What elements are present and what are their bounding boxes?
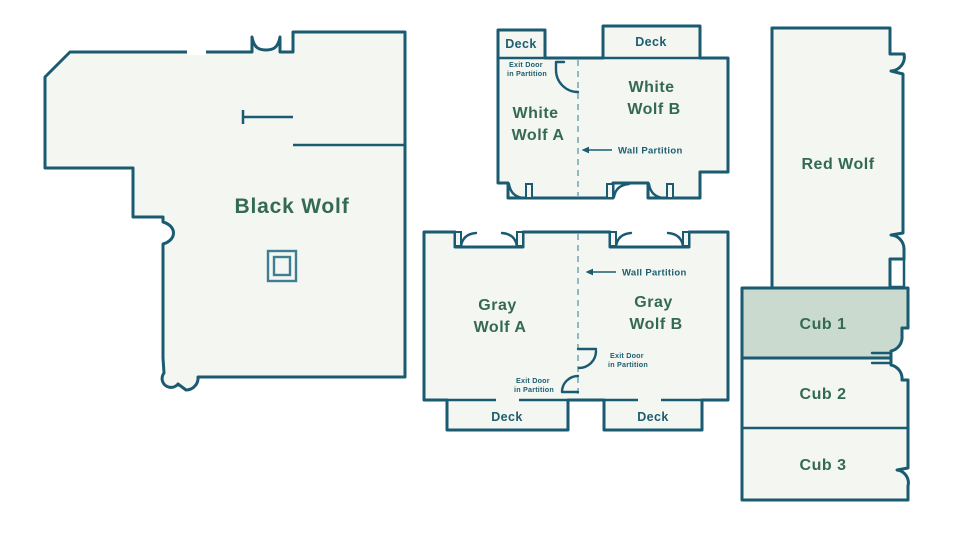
exit-door-label-white: Exit Door in Partition — [507, 60, 547, 78]
exit-door-label-gray-a: Exit Door in Partition — [514, 376, 554, 394]
door-arc — [612, 182, 631, 199]
red-wolf-closet — [888, 257, 906, 289]
door-arc — [500, 231, 519, 248]
door-arc — [507, 182, 526, 200]
door-arc — [614, 231, 633, 248]
white-wolf-a-label: White Wolf A — [512, 105, 565, 144]
wall-partition-label: Wall Partition — [622, 268, 687, 279]
door-jamb — [682, 231, 690, 247]
door-jamb — [454, 231, 462, 247]
gray-wolf-a-label: Gray Wolf A — [474, 297, 527, 336]
door-arc — [647, 182, 666, 200]
white-partition-exit-door-arc — [554, 60, 580, 94]
black-wolf-room-outline — [43, 30, 407, 392]
cub-3-label: Cub 3 — [800, 457, 847, 474]
black-wolf-label: Black Wolf — [235, 195, 350, 218]
door-jamb — [516, 231, 524, 247]
wall-partition-annotation-gray: Wall Partition — [585, 268, 687, 279]
cub-2-label: Cub 2 — [800, 386, 847, 403]
gray-partition-exit-door-b-arc — [576, 347, 598, 370]
door-jamb — [606, 183, 614, 199]
gray-partition-exit-door-a-arc — [560, 374, 580, 394]
wall-partition-annotation-white: Wall Partition — [581, 146, 683, 157]
white-wolf-b-label: White Wolf B — [627, 79, 680, 118]
red-wolf-label: Red Wolf — [801, 156, 874, 173]
arrow-left-icon — [581, 146, 589, 154]
white-deck-b-label: Deck — [635, 35, 666, 49]
white-deck-a-label: Deck — [505, 37, 536, 51]
gray-wolf-b-label: Gray Wolf B — [629, 294, 682, 333]
wall-partition-label: Wall Partition — [618, 146, 683, 157]
door-arc — [459, 231, 478, 248]
door-jamb — [609, 231, 617, 247]
cub-1-label: Cub 1 — [800, 316, 847, 333]
gray-deck-b-label: Deck — [637, 410, 668, 424]
red-wolf-room-outline — [770, 26, 906, 290]
column-marker-icon — [266, 249, 298, 283]
door-jamb — [525, 183, 533, 199]
cub-divider-door-leaves — [870, 351, 893, 365]
gray-deck-a-label: Deck — [491, 410, 522, 424]
door-jamb — [666, 183, 674, 199]
arrow-left-icon — [585, 268, 593, 276]
door-arc — [666, 231, 685, 248]
exit-door-label-gray-b: Exit Door in Partition — [608, 351, 648, 369]
